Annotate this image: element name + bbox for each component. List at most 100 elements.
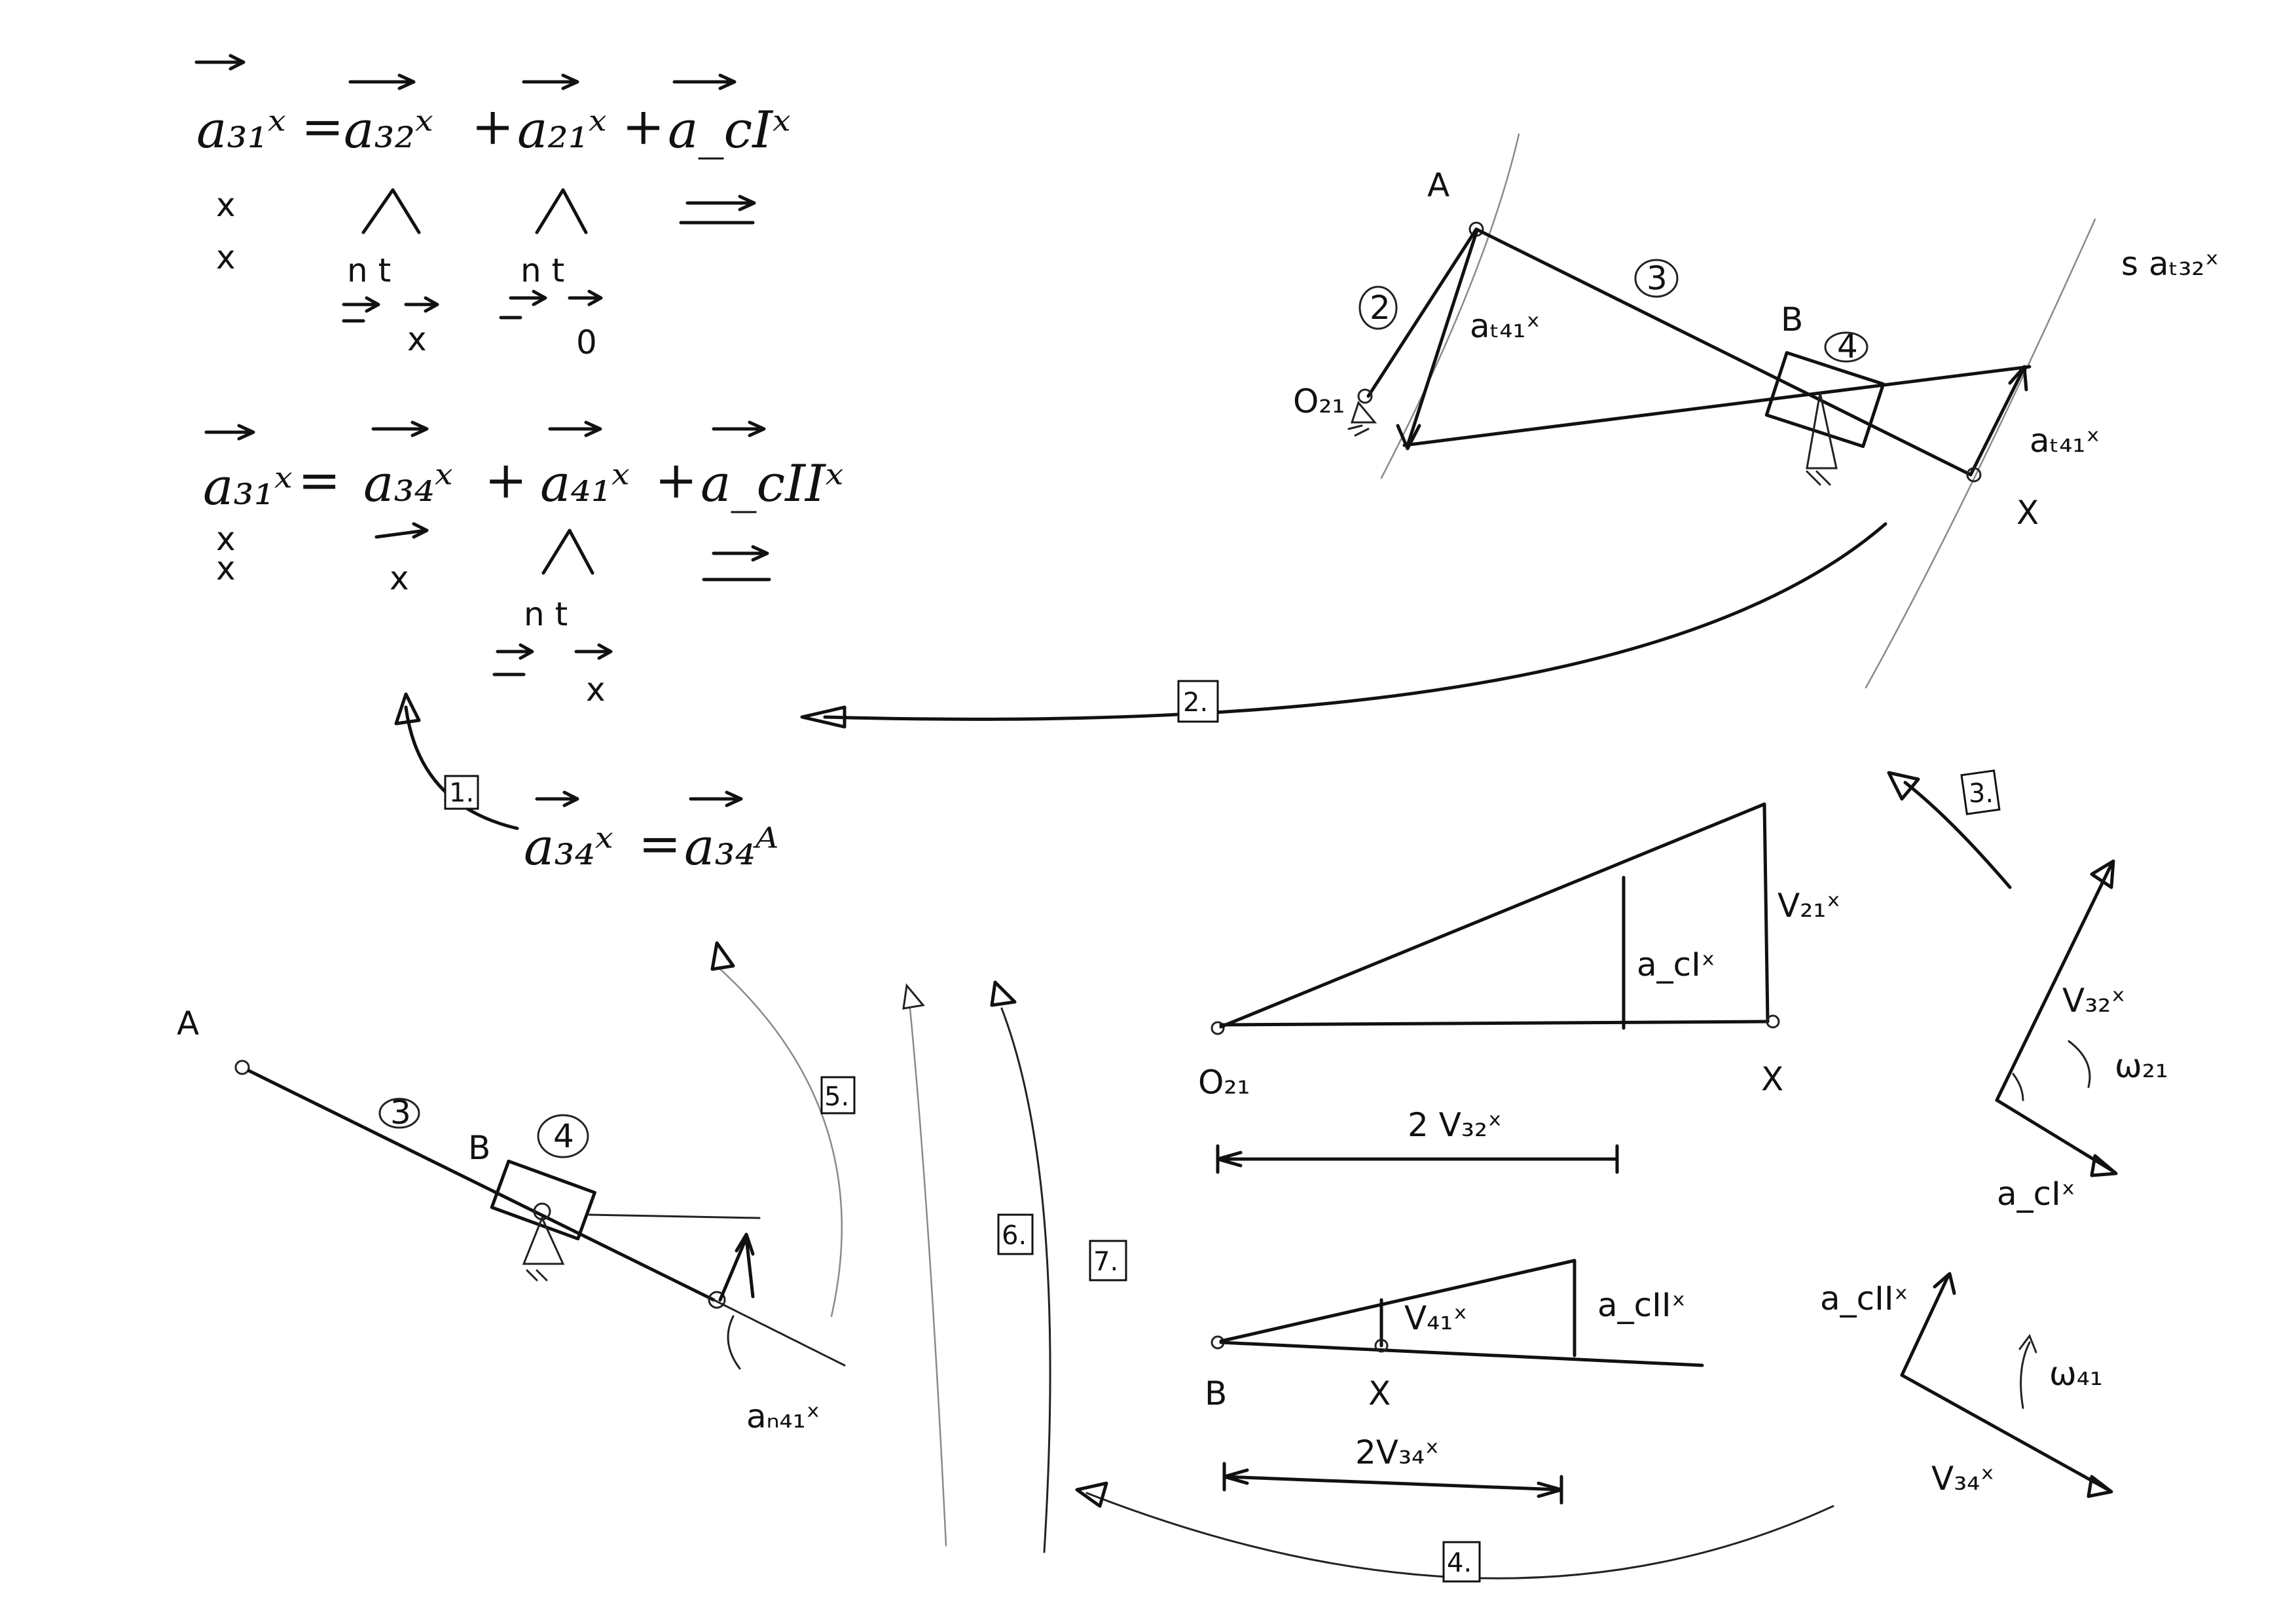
step-6-label: 6.	[1002, 1221, 1027, 1251]
eq3-rhs: a₃₄ᴬ	[684, 818, 779, 877]
eq1-row-x1: x	[216, 186, 236, 224]
vec-acI-label: a_cIˣ	[1997, 1175, 2075, 1213]
eq2-under-a41: x	[586, 671, 606, 709]
eq2-lhs: a₃₁ˣ	[203, 458, 293, 517]
eq1-term-acI: a_cIˣ	[668, 101, 791, 160]
equation-1: a₃₁ˣ = a₃₂ˣ + a₂₁ˣ + a_cIˣ x x n t n t x…	[194, 54, 791, 361]
step-1-label: 1.	[449, 778, 474, 808]
eq1-nt-2: n t	[520, 251, 564, 289]
step-2-label: 2.	[1183, 688, 1208, 718]
tri1-point-X-joint	[1766, 1014, 1780, 1029]
eq1-term-a32: a₃₂ˣ	[344, 101, 433, 160]
top-point-X: X	[2016, 494, 2039, 532]
tri2-inner-label: V₄₁ˣ	[1404, 1299, 1467, 1337]
eq1-nt-1: n t	[347, 251, 391, 289]
eq1-row-x2: x	[216, 238, 236, 276]
step-4-arrowhead	[1075, 1481, 1108, 1508]
eq2-plus-1: +	[484, 451, 527, 510]
tri2-origin-label: B	[1205, 1375, 1227, 1412]
step-7-arrowhead	[990, 980, 1017, 1007]
eq1-plus-2: +	[622, 98, 665, 157]
step-7-box	[1089, 1240, 1127, 1282]
step-4-label: 4.	[1447, 1548, 1472, 1578]
bl-joint-X	[708, 1291, 726, 1309]
tri2-point-X-joint	[1374, 1338, 1389, 1353]
step-1-arrowhead	[394, 692, 421, 726]
eq1-lhs: a₃₁ˣ	[196, 101, 286, 160]
eq1-plus-1: +	[471, 98, 514, 157]
vector-sketch-bottom-right: a_cIIˣ ω₄₁ V₃₄ˣ	[1820, 1272, 2113, 1498]
top-vector-at32-label: s aₜ₃₂ˣ	[2121, 245, 2219, 283]
top-link4-label: 4	[1837, 327, 1858, 365]
tri1-dim-label: 2 V₃₂ˣ	[1408, 1106, 1502, 1144]
eq1-under-a21: 0	[576, 323, 597, 361]
triangle-1: O₂₁ X V₂₁ˣ a_cIˣ 2 V₃₂ˣ	[1198, 802, 1840, 1174]
top-point-O21: O₂₁	[1293, 382, 1345, 420]
top-vector-arrow	[1396, 424, 1421, 451]
bl-link4-label: 4	[553, 1117, 574, 1155]
tri1-vertical-label: V₂₁ˣ	[1777, 887, 1840, 925]
vec-w21-label: ω₂₁	[2115, 1047, 2168, 1085]
v34-arrowhead	[2086, 1475, 2113, 1498]
tri1-inner-label: a_cIˣ	[1637, 946, 1715, 984]
step-5-label: 5.	[824, 1082, 849, 1112]
eq2-row-x2: x	[216, 549, 236, 587]
equation-2: a₃₁ˣ = a₃₄ˣ + a₄₁ˣ + a_cIIˣ x x x n t x	[203, 420, 844, 709]
acI-arrowhead	[2090, 1154, 2118, 1177]
top-point-A: A	[1427, 166, 1449, 204]
step-arrows: 1. 2. 3. 4. 5. 6. 7.	[394, 522, 2012, 1583]
step-1-box	[444, 775, 479, 810]
vec-v32-label: V₃₂ˣ	[2062, 982, 2125, 1020]
eq1-under-a32: x	[407, 320, 427, 358]
bl-joint-A	[234, 1060, 250, 1075]
step-3-arrowhead	[1887, 771, 1920, 801]
step-2-arrowhead	[800, 705, 847, 729]
top-slider-block	[1764, 351, 1886, 449]
eq2-term-a34: a₃₄ˣ	[363, 454, 453, 513]
bl-link3-label: 3	[390, 1094, 411, 1132]
tri2-dim-label: 2V₃₄ˣ	[1355, 1433, 1439, 1471]
top-vector-at-right-label: aₜ₄₁ˣ	[2030, 422, 2100, 460]
eq2-term-a41: a₄₁ˣ	[540, 454, 630, 513]
v32-arrowhead	[2090, 859, 2115, 889]
mechanism-diagram-bottom-left: A 3 B 4 aₙ₄₁ˣ	[177, 1005, 846, 1435]
vec-acII-label: a_cIIˣ	[1820, 1280, 1908, 1318]
step-3-box	[1960, 769, 2001, 815]
eq2-under-a34: x	[390, 559, 409, 597]
bl-vector-an41-label: aₙ₄₁ˣ	[746, 1397, 820, 1435]
top-point-B: B	[1781, 301, 1803, 339]
eq2-row-x1: x	[216, 520, 236, 558]
eq1-term-a21: a₂₁ˣ	[517, 101, 607, 160]
top-link2-label: 2	[1370, 289, 1391, 327]
top-joint-O21	[1357, 388, 1373, 404]
tri2-outer-label: a_cIIˣ	[1597, 1286, 1686, 1324]
step-3-label: 3.	[1969, 779, 1994, 809]
bl-slider-block	[490, 1159, 596, 1241]
bl-point-B: B	[468, 1129, 490, 1167]
tri2-point-X-label: X	[1368, 1375, 1391, 1412]
tri1-origin-label: O₂₁	[1198, 1063, 1250, 1101]
step-7-label: 7.	[1093, 1247, 1118, 1277]
top-vector-at41-label: aₜ₄₁ˣ	[1470, 307, 1540, 345]
eq3-equals: =	[638, 815, 681, 874]
vec-v34-label: V₃₄ˣ	[1931, 1460, 1994, 1498]
bl-point-A: A	[177, 1005, 199, 1043]
mechanism-diagram-top: A O₂₁ 2 3 X B 4 aₜ₄₁ˣ s aₜ₃₂ˣ aₜ₄₁ˣ	[1293, 133, 2219, 689]
eq2-term-acII: a_cIIˣ	[701, 454, 844, 513]
eq1-equals: =	[301, 98, 344, 157]
eq2-plus-2: +	[655, 451, 697, 510]
vec-w41-label: ω₄₁	[2049, 1355, 2103, 1393]
equation-3: a₃₄ˣ = a₃₄ᴬ	[524, 790, 779, 877]
step-6-arrowhead	[902, 983, 925, 1010]
tri1-origin-joint	[1211, 1021, 1225, 1035]
triangle-2: B X V₄₁ˣ a_cIIˣ 2V₃₄ˣ	[1205, 1259, 1704, 1505]
step-4-box	[1442, 1541, 1481, 1583]
eq2-equals: =	[298, 451, 340, 510]
step-5-arrowhead	[710, 941, 735, 971]
top-link3-label: 3	[1647, 259, 1667, 297]
vector-sketch-top-right: V₃₂ˣ ω₂₁ a_cIˣ	[1995, 859, 2168, 1213]
acII-arrowhead	[1933, 1272, 1956, 1295]
eq3-lhs: a₃₄ˣ	[524, 818, 613, 877]
